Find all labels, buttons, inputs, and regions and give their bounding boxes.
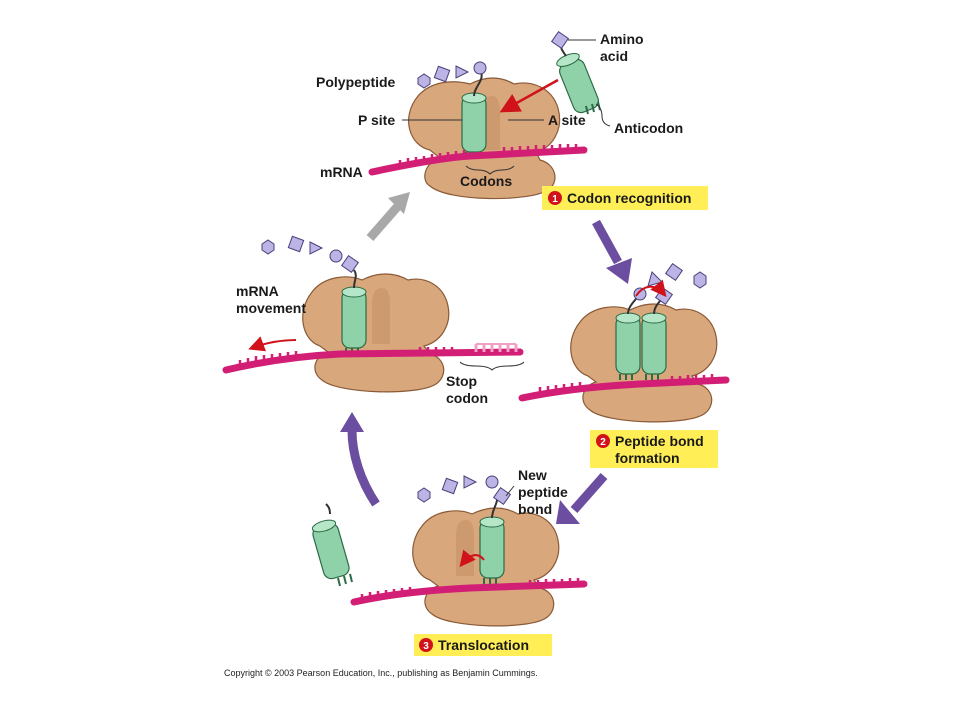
trna-cylinder-icon [641, 312, 667, 380]
label-amino-acid-line-1: Amino [600, 31, 644, 47]
mrna-strand-2 [518, 374, 730, 402]
label-stop-codon-line-2: codon [446, 390, 488, 406]
label-p-site: P site [358, 112, 395, 128]
copyright-notice: Copyright © 2003 Pearson Education, Inc.… [224, 668, 538, 678]
mrna-movement-arrow [248, 336, 297, 352]
label-codons: Codons [460, 173, 512, 189]
label-polypeptide: Polypeptide [316, 74, 396, 90]
ribosome-4-group [261, 235, 450, 393]
label-mrna-movement-line-2: movement [236, 300, 306, 316]
step-label-2-line-2: formation [615, 450, 680, 466]
step-number-1: 1 [552, 194, 558, 205]
step-number-3: 3 [423, 641, 429, 652]
step-label-2-line-1: Peptide bond [615, 433, 704, 449]
polypeptide-chain [261, 235, 360, 289]
step-number-2: 2 [600, 437, 606, 448]
cycle-arrow-1-to-2 [592, 219, 622, 265]
step-box-2: 2 Peptide bond formation [590, 430, 718, 468]
amino-acid-square-icon [550, 30, 570, 50]
polypeptide-chain [417, 61, 487, 97]
step-label-3: Translocation [438, 637, 529, 653]
label-stop-codon-line-1: Stop [446, 373, 477, 389]
trna-cylinder-icon [615, 312, 641, 380]
cycle-arrow-4-to-1 [366, 203, 402, 241]
ribosome-3-group [412, 475, 560, 627]
cycle-arrow-3-to-4 [347, 429, 380, 507]
step-box-1: 1 Codon recognition [542, 186, 708, 210]
released-trna [311, 503, 353, 587]
label-amino-acid-line-2: acid [600, 48, 628, 64]
stop-codon-marker [474, 344, 518, 352]
label-anticodon: Anticodon [614, 120, 683, 136]
label-a-site: A site [548, 112, 586, 128]
entry-arrow [499, 78, 559, 113]
incoming-trna [550, 30, 601, 115]
label-mrna: mRNA [320, 164, 363, 180]
ribosome-2-group [570, 262, 718, 423]
label-new-peptide-bond-line-2: peptide [518, 484, 568, 500]
mrna-strand-3 [350, 578, 588, 606]
polypeptide-chain [417, 475, 512, 519]
step-label-1: Codon recognition [567, 190, 691, 206]
trna-cylinder-icon [461, 92, 487, 158]
trna-cylinder-icon [479, 516, 505, 584]
label-new-peptide-bond-line-1: New [518, 467, 547, 483]
step-badge-3 [419, 638, 433, 652]
label-mrna-movement-line-1: mRNA [236, 283, 279, 299]
step-badge-2 [596, 434, 610, 448]
trna-cylinder-icon [341, 286, 367, 354]
step-box-3: 3 Translocation [414, 634, 552, 656]
cycle-arrow-2-to-3 [570, 473, 608, 513]
mrna-strand-1 [368, 144, 588, 176]
step-badge-1 [548, 191, 562, 205]
mrna-strand-4 [222, 343, 524, 374]
label-new-peptide-bond-line-3: bond [518, 501, 552, 517]
